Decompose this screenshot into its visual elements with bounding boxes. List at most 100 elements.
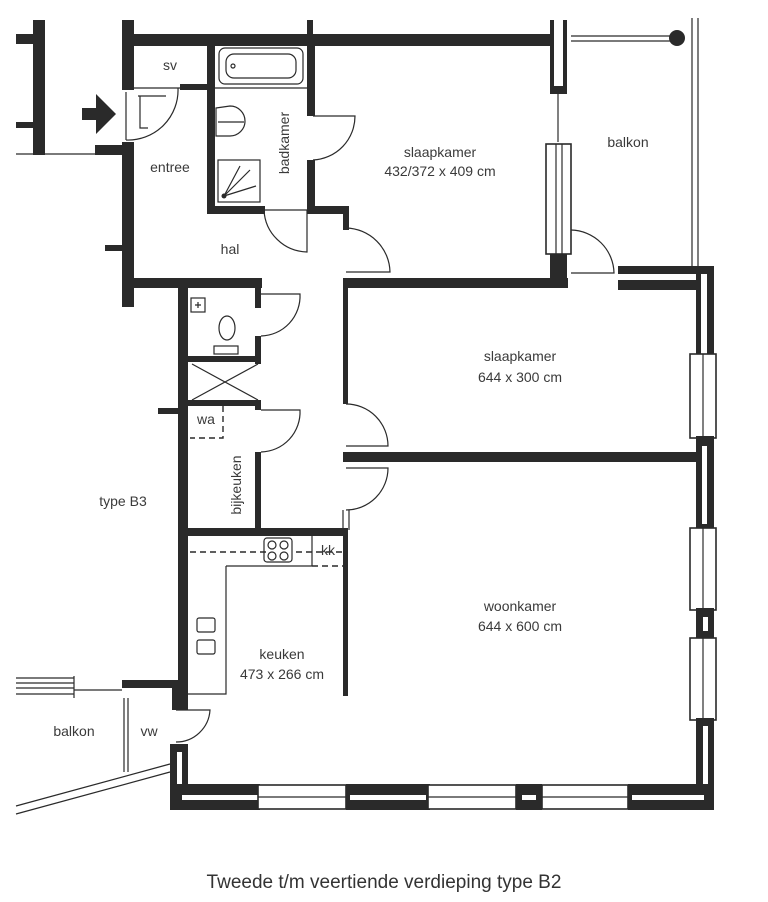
burner — [279, 540, 289, 550]
wall — [178, 528, 348, 536]
front-door — [125, 87, 179, 141]
wall-top — [122, 34, 552, 46]
wall-badkamer — [307, 44, 315, 116]
wall-gap — [632, 795, 704, 800]
wall — [343, 452, 698, 462]
neighbor-wall — [33, 20, 45, 155]
door-leaf — [138, 95, 166, 129]
room-label-balkon-top: balkon — [607, 134, 649, 150]
wall — [255, 452, 261, 532]
wall — [343, 286, 348, 404]
room-label-entree: entree — [150, 159, 190, 175]
wall-gap — [177, 752, 182, 802]
wall-stub — [105, 245, 125, 251]
balcony-rail — [15, 763, 171, 815]
wall — [180, 84, 210, 90]
wall — [563, 20, 567, 94]
wall-stub — [16, 122, 36, 128]
stove-icon — [263, 537, 293, 563]
wall-gap — [522, 795, 536, 800]
wall — [307, 206, 349, 214]
column-icon — [669, 30, 685, 46]
room-label-keuken: keuken — [259, 646, 305, 662]
room-label-bijkeuken: bijkeuken — [228, 455, 244, 515]
slaapkamer1-door — [312, 115, 356, 161]
neighbor-type-label: type B3 — [99, 493, 147, 509]
wall-gap — [703, 726, 708, 802]
wall-gap — [182, 795, 260, 800]
wall-badkamer — [207, 44, 215, 214]
room-label-balkon-bottom: balkon — [53, 723, 95, 739]
room-size-woonkamer: 644 x 600 cm — [477, 618, 563, 634]
wall — [550, 254, 567, 280]
fuse-box-icon — [190, 297, 206, 313]
wall-entree — [122, 142, 134, 307]
sink-bowl — [196, 639, 216, 655]
wall — [255, 288, 261, 308]
wall — [172, 680, 188, 710]
woonkamer-door — [345, 467, 389, 511]
wall-stub — [95, 145, 125, 155]
room-label-badkamer: badkamer — [276, 111, 292, 175]
wall-gap — [701, 274, 707, 356]
wall — [255, 336, 261, 364]
balcony-door — [570, 229, 615, 274]
burner — [267, 551, 277, 561]
room-label-slaapkamer-1: slaapkamer — [403, 144, 477, 160]
wall — [343, 530, 348, 696]
toilet-tank — [213, 345, 239, 355]
bathtub-icon — [218, 47, 304, 85]
wall — [307, 20, 313, 46]
counter-outline — [188, 565, 312, 695]
wa-outline — [190, 406, 224, 439]
wall — [186, 400, 260, 406]
bathtub-inner — [225, 53, 297, 79]
wall-stub — [16, 34, 36, 44]
room-size-slaapkamer-2: 644 x 300 cm — [477, 369, 563, 385]
wall-gap — [703, 617, 708, 631]
room-label-hal: hal — [220, 241, 240, 257]
wall — [618, 266, 714, 274]
slaapkamer2-door — [345, 403, 389, 447]
wall-gap — [702, 446, 707, 524]
toilet-door — [260, 293, 301, 337]
counter-dash — [190, 551, 343, 567]
shaft-icon — [191, 363, 259, 401]
rail — [123, 698, 129, 772]
wall — [550, 86, 567, 94]
room-label-sv: sv — [163, 57, 177, 73]
window — [545, 143, 572, 255]
room-size-slaapkamer-1: 432/372 x 409 cm — [384, 163, 496, 179]
burner — [267, 540, 277, 550]
wall-badkamer — [307, 160, 315, 214]
balcony-rail — [16, 676, 75, 698]
burner — [279, 551, 289, 561]
entrance-arrow-icon — [82, 94, 116, 134]
wall — [178, 288, 188, 708]
wall-stub — [158, 408, 180, 414]
room-label-vw: vw — [140, 723, 158, 739]
wall — [618, 280, 700, 290]
wall — [550, 20, 554, 94]
plan-caption: Tweede t/m veertiende verdieping type B2 — [206, 872, 562, 893]
room-label-kk: kk — [321, 542, 335, 558]
shower-icon — [217, 159, 261, 203]
wall — [122, 20, 134, 90]
shower-lines — [223, 165, 257, 197]
shower-drain — [221, 193, 227, 199]
drain — [230, 63, 236, 69]
fuse-plus — [195, 302, 201, 308]
hal-door — [345, 227, 391, 273]
sink-icon — [196, 617, 216, 633]
badkamer-door — [263, 209, 308, 253]
sink-icon — [215, 105, 246, 137]
wall-badkamer — [207, 206, 265, 214]
wall — [255, 400, 261, 410]
room-label-woonkamer: woonkamer — [483, 598, 557, 614]
wall — [343, 206, 349, 230]
bijkeuken-door — [260, 409, 301, 453]
wall — [122, 680, 188, 688]
room-size-keuken: 473 x 266 cm — [239, 666, 325, 682]
wall — [186, 356, 260, 362]
